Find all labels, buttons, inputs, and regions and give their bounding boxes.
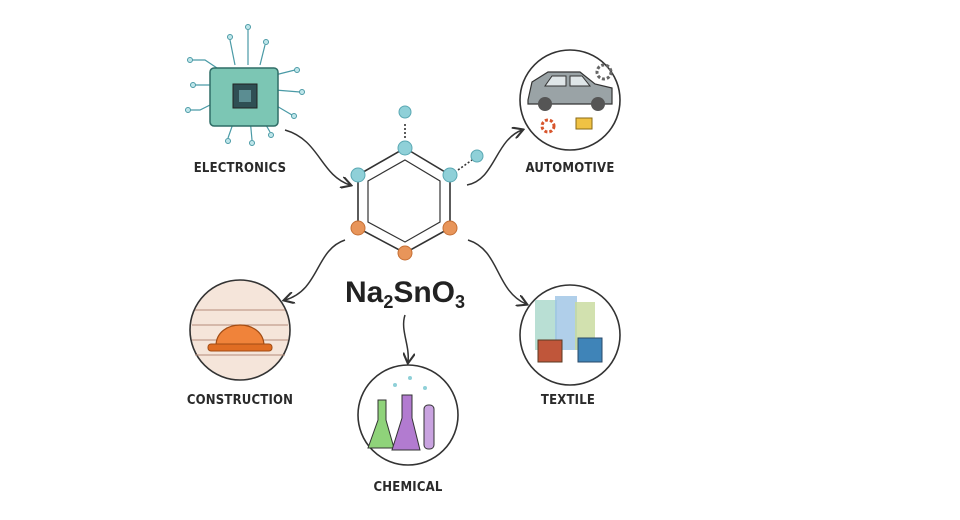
arrows	[285, 130, 526, 362]
label-chemical: CHEMICAL	[373, 480, 443, 495]
flasks-icon	[357, 364, 459, 466]
formula-sodium: Na	[344, 276, 384, 309]
chemical-formula: Na2SnO3	[345, 276, 465, 313]
formula-subscript-2: 2	[383, 292, 394, 312]
label-construction: CONSTRUCTION	[186, 393, 294, 408]
hard-hat-icon	[189, 279, 291, 381]
label-textile: TEXTILE	[540, 393, 596, 408]
circuit-chip-icon	[185, 24, 305, 146]
label-automotive: AUTOMOTIVE	[525, 161, 615, 176]
thread-spools-icon	[519, 284, 621, 386]
formula-stannate: SnO	[393, 276, 456, 309]
orange-atoms	[350, 220, 458, 261]
blue-atoms	[350, 105, 484, 183]
car-icon	[519, 49, 621, 151]
label-electronics: ELECTRONICS	[193, 161, 287, 176]
formula-subscript-3: 3	[455, 292, 466, 312]
